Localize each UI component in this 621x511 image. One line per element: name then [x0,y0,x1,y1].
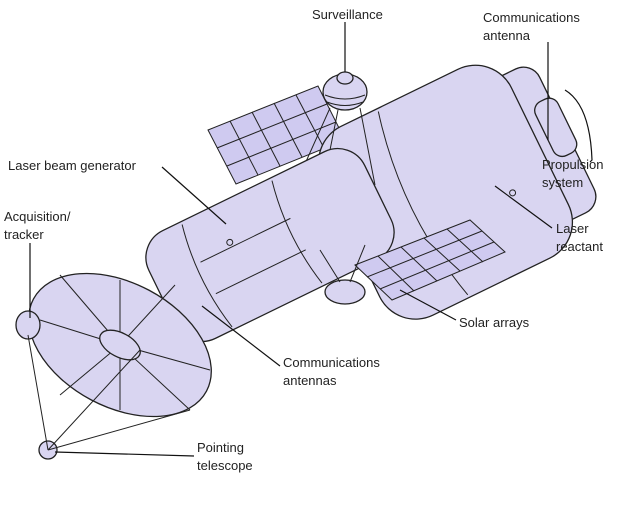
label-surveillance: Surveillance [312,7,383,22]
label-laser-reactant-2: reactant [556,239,603,254]
label-propulsion-2: system [542,175,583,190]
label-solar-arrays: Solar arrays [459,315,530,330]
label-pointing-telescope: Pointing [197,440,244,455]
label-laser-reactant: Laser [556,221,589,236]
label-pointing-telescope-2: telescope [197,458,253,473]
label-acquisition-2: tracker [4,227,44,242]
lower-solar-array [319,219,506,305]
upper-solar-array [207,85,346,185]
label-communications-antennas: Communications [283,355,380,370]
label-acquisition: Acquisition/ [4,209,71,224]
label-propulsion: Propulsion [542,157,603,172]
label-communications-antennas-2: antennas [283,373,337,388]
label-communications-antenna-2: antenna [483,28,531,43]
pointing-dish [15,272,212,460]
leader-lines [29,22,593,457]
label-laser-beam-generator: Laser beam generator [8,158,137,173]
label-communications-antenna: Communications [483,10,580,25]
